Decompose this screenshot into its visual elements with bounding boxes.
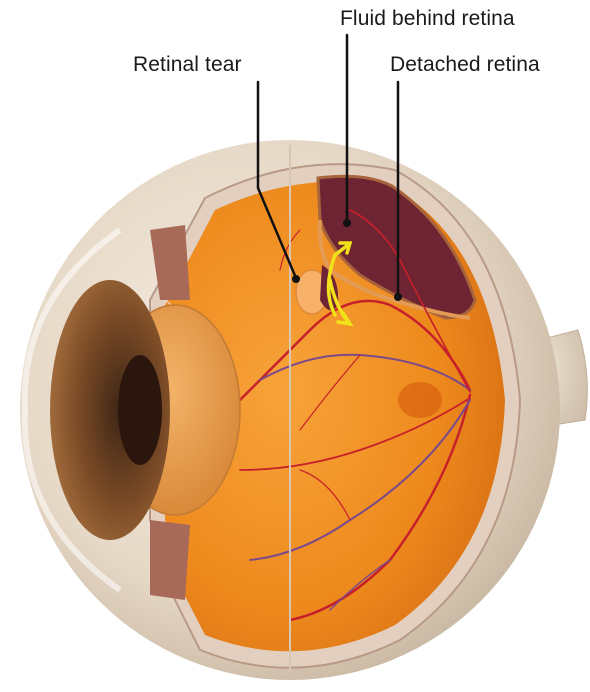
label-retinal-tear: Retinal tear	[133, 53, 242, 77]
label-fluid-behind-retina: Fluid behind retina	[340, 7, 515, 31]
macula	[398, 382, 442, 418]
label-detached-retina: Detached retina	[390, 53, 540, 77]
leader-dot-detached-retina	[394, 293, 402, 301]
pupil	[118, 355, 162, 465]
leader-dot-fluid	[343, 219, 351, 227]
leader-dot-retinal-tear	[292, 275, 300, 283]
